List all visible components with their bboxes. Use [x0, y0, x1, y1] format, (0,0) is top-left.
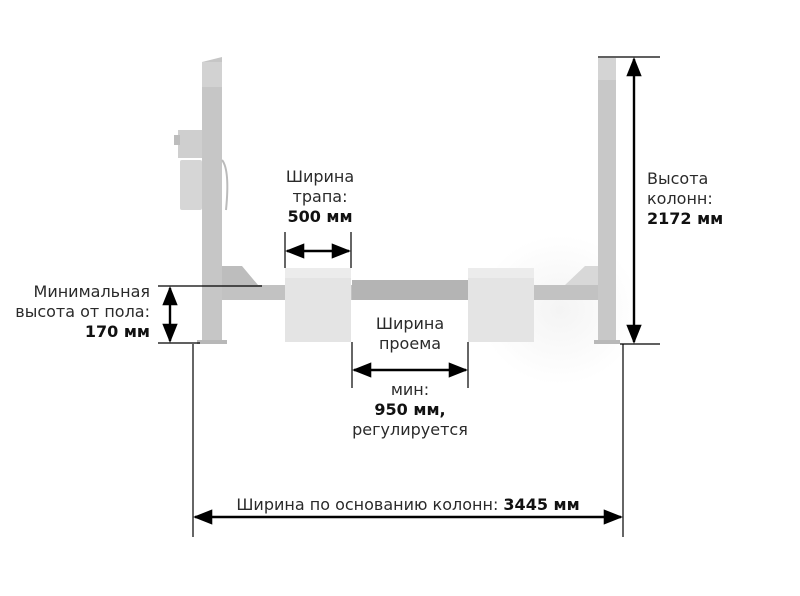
opening-width-value: 950 мм,: [374, 400, 446, 419]
opening-width-dimension: [351, 342, 469, 388]
base-width-label: Ширина по основанию колонн: 3445 мм: [193, 495, 623, 515]
runway-width-dimension: [284, 232, 352, 268]
center-beam: [352, 280, 468, 300]
opening-width-line3: мин:: [390, 380, 430, 399]
right-column: [594, 58, 620, 344]
min-height-dimension: [158, 285, 262, 344]
left-bracket: [222, 266, 258, 285]
base-width-dimension: [192, 344, 624, 537]
right-bracket: [565, 266, 598, 285]
column-height-line1: Высота: [647, 169, 709, 188]
column-height-dimension: [598, 56, 660, 345]
runway-width-line1: Ширина: [285, 167, 355, 186]
column-height-label: Высота колонн: 2172 мм: [647, 169, 767, 229]
left-column: [197, 57, 227, 344]
opening-width-line2: проема: [378, 334, 442, 353]
runway-width-value: 500 мм: [287, 207, 353, 226]
runway-width-label: Ширина трапа: 500 мм: [270, 167, 370, 227]
base-width-value: 3445 мм: [503, 495, 580, 514]
left-runway: [285, 268, 351, 342]
runway-width-line2: трапа:: [292, 187, 348, 206]
opening-width-note: регулируется: [352, 420, 468, 439]
base-width-text: Ширина по основанию колонн:: [236, 495, 499, 514]
min-height-label: Минимальная высота от пола: 170 мм: [0, 282, 150, 342]
opening-width-line1: Ширина: [375, 314, 445, 333]
hydraulic-pump-icon: [174, 130, 229, 211]
min-height-line2: высота от пола:: [15, 302, 150, 321]
column-height-line2: колонн:: [647, 189, 713, 208]
opening-width-label-bottom: мин: 950 мм, регулируется: [330, 380, 490, 440]
min-height-value: 170 мм: [84, 322, 150, 341]
opening-width-label-top: Ширина проема: [340, 314, 480, 354]
column-height-value: 2172 мм: [647, 209, 724, 228]
right-runway: [468, 268, 534, 342]
min-height-line1: Минимальная: [33, 282, 150, 301]
